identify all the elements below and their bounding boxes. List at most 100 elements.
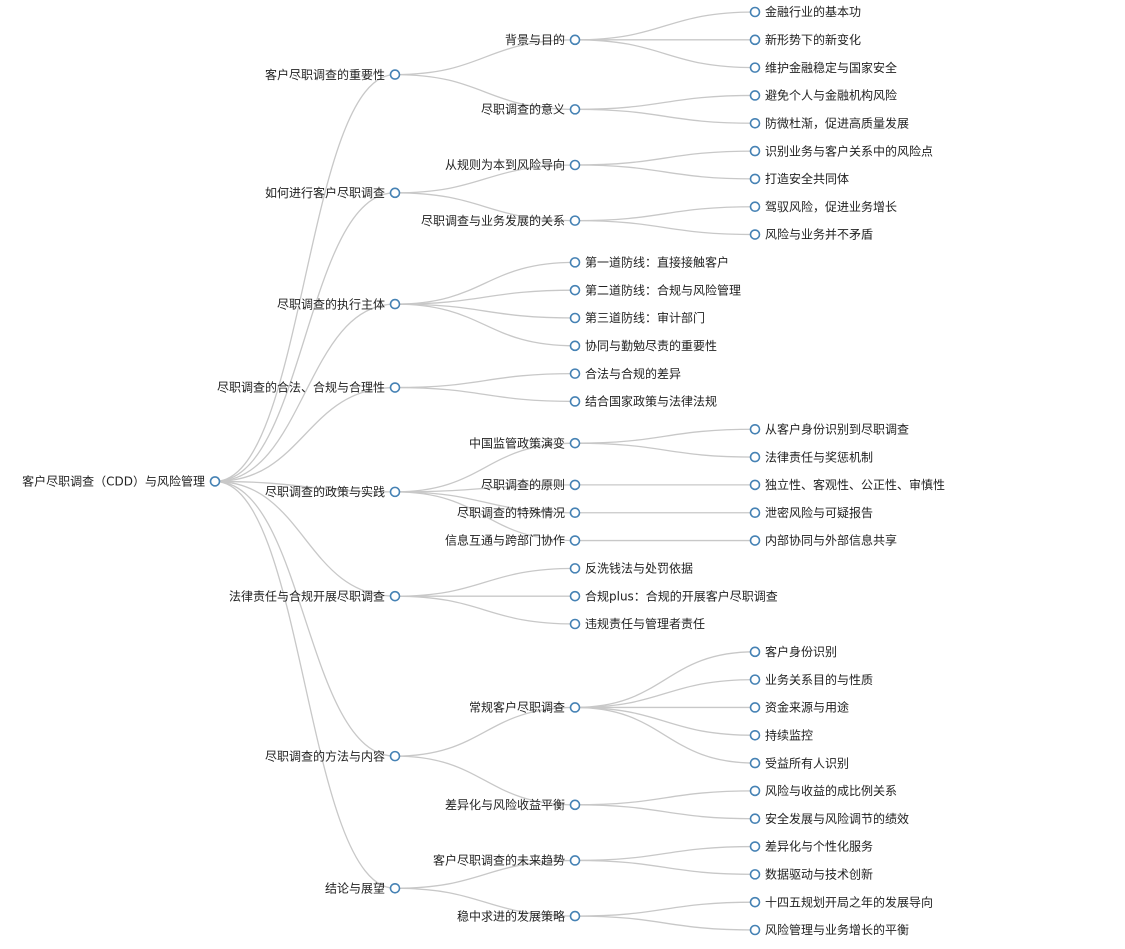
node-toggle-circle[interactable]	[569, 159, 581, 171]
branch-node[interactable]: 尽职调查的执行主体	[277, 296, 401, 311]
node-toggle-circle[interactable]	[389, 882, 401, 894]
node-toggle-circle[interactable]	[569, 104, 581, 115]
leaf-node[interactable]: 资金来源与用途	[749, 700, 850, 715]
node-toggle-circle[interactable]	[389, 750, 401, 762]
node-toggle-circle[interactable]	[569, 257, 581, 268]
leaf-node[interactable]: 维护金融稳定与国家安全	[749, 60, 898, 75]
node-toggle-circle[interactable]	[569, 910, 581, 922]
leaf-node[interactable]: 打造安全共同体	[749, 171, 850, 186]
root-node[interactable]: 客户尽职调查（CDD）与风险管理	[22, 474, 221, 489]
node-toggle-circle[interactable]	[569, 368, 581, 379]
node-toggle-circle[interactable]	[569, 563, 581, 574]
leaf-node[interactable]: 协同与勤勉尽责的重要性	[569, 338, 718, 353]
branch-node[interactable]: 差异化与风险收益平衡	[445, 797, 581, 812]
leaf-node[interactable]: 泄密风险与可疑报告	[749, 505, 874, 520]
node-toggle-circle[interactable]	[569, 799, 581, 811]
node-toggle-circle[interactable]	[569, 34, 581, 46]
node-toggle-circle[interactable]	[749, 145, 761, 157]
branch-node[interactable]: 客户尽职调查的未来趋势	[433, 853, 581, 868]
branch-node[interactable]: 稳中求进的发展策略	[457, 908, 581, 923]
node-toggle-circle[interactable]	[749, 62, 761, 73]
node-toggle-circle[interactable]	[569, 618, 581, 630]
branch-node[interactable]: 尽职调查的特殊情况	[457, 505, 581, 520]
node-toggle-circle[interactable]	[569, 396, 581, 407]
leaf-node[interactable]: 内部协同与外部信息共享	[749, 533, 898, 548]
leaf-node[interactable]: 差异化与个性化服务	[749, 839, 874, 854]
node-toggle-circle[interactable]	[389, 298, 401, 310]
node-toggle-circle[interactable]	[569, 507, 581, 519]
node-toggle-circle[interactable]	[569, 855, 581, 866]
node-toggle-circle[interactable]	[569, 284, 581, 296]
branch-node[interactable]: 信息互通与跨部门协作	[445, 533, 581, 548]
branch-node[interactable]: 尽职调查的政策与实践	[265, 484, 401, 499]
leaf-node[interactable]: 防微杜渐，促进高质量发展	[749, 115, 910, 130]
node-toggle-circle[interactable]	[569, 479, 581, 491]
node-toggle-circle[interactable]	[749, 90, 761, 101]
node-toggle-circle[interactable]	[749, 507, 761, 519]
node-toggle-circle[interactable]	[569, 590, 581, 602]
node-toggle-circle[interactable]	[569, 702, 581, 713]
leaf-node[interactable]: 第三道防线：审计部门	[569, 310, 706, 325]
branch-node[interactable]: 尽职调查与业务发展的关系	[421, 213, 581, 228]
node-toggle-circle[interactable]	[749, 785, 761, 797]
leaf-node[interactable]: 从客户身份识别到尽职调查	[749, 421, 910, 436]
branch-node[interactable]: 尽职调查的方法与内容	[265, 748, 401, 763]
node-toggle-circle[interactable]	[389, 187, 401, 199]
leaf-node[interactable]: 业务关系目的与性质	[749, 672, 874, 687]
leaf-node[interactable]: 风险与业务并不矛盾	[749, 227, 874, 242]
leaf-node[interactable]: 法律责任与奖惩机制	[749, 450, 874, 464]
branch-node[interactable]: 尽职调查的原则	[481, 477, 581, 492]
node-toggle-circle[interactable]	[749, 535, 761, 546]
node-toggle-circle[interactable]	[749, 729, 761, 741]
branch-node[interactable]: 客户尽职调查的重要性	[265, 67, 401, 82]
node-toggle-circle[interactable]	[569, 215, 581, 226]
branch-node[interactable]: 中国监管政策演变	[469, 435, 581, 450]
leaf-node[interactable]: 合规plus：合规的开展客户尽职调查	[569, 588, 778, 603]
node-toggle-circle[interactable]	[569, 437, 581, 449]
node-toggle-circle[interactable]	[749, 757, 761, 769]
node-toggle-circle[interactable]	[389, 590, 401, 602]
leaf-node[interactable]: 第二道防线：合规与风险管理	[569, 282, 742, 297]
branch-node[interactable]: 常规客户尽职调查	[469, 700, 581, 715]
node-toggle-circle[interactable]	[749, 173, 761, 185]
leaf-node[interactable]: 结合国家政策与法律法规	[569, 394, 718, 409]
branch-node[interactable]: 尽职调查的合法、合规与合理性	[217, 380, 401, 395]
node-toggle-circle[interactable]	[569, 312, 581, 324]
leaf-node[interactable]: 识别业务与客户关系中的风险点	[749, 143, 934, 158]
node-toggle-circle[interactable]	[389, 382, 401, 393]
node-toggle-circle[interactable]	[749, 479, 761, 491]
leaf-node[interactable]: 反洗钱法与处罚依据	[569, 561, 694, 576]
leaf-node[interactable]: 新形势下的新变化	[749, 32, 862, 47]
leaf-node[interactable]: 金融行业的基本功	[749, 4, 862, 19]
leaf-node[interactable]: 数据驱动与技术创新	[749, 867, 874, 882]
leaf-node[interactable]: 风险管理与业务增长的平衡	[749, 922, 910, 937]
branch-node[interactable]: 尽职调查的意义	[481, 102, 581, 117]
branch-node[interactable]: 从规则为本到风险导向	[445, 157, 581, 172]
leaf-node[interactable]: 风险与收益的成比例关系	[749, 783, 898, 798]
branch-node[interactable]: 背景与目的	[505, 32, 581, 47]
node-toggle-circle[interactable]	[749, 702, 761, 713]
node-toggle-circle[interactable]	[749, 674, 761, 685]
node-toggle-circle[interactable]	[569, 340, 581, 352]
leaf-node[interactable]: 驾驭风险，促进业务增长	[749, 199, 898, 214]
node-toggle-circle[interactable]	[749, 34, 761, 46]
branch-node[interactable]: 结论与展望	[325, 881, 401, 895]
leaf-node[interactable]: 受益所有人识别	[749, 756, 850, 770]
node-toggle-circle[interactable]	[749, 924, 761, 936]
node-toggle-circle[interactable]	[749, 896, 761, 908]
leaf-node[interactable]: 合法与合规的差异	[569, 366, 682, 381]
leaf-node[interactable]: 第一道防线：直接接触客户	[569, 255, 730, 270]
branch-node[interactable]: 法律责任与合规开展尽职调查	[229, 588, 401, 603]
leaf-node[interactable]: 客户身份识别	[749, 644, 838, 659]
node-toggle-circle[interactable]	[209, 476, 221, 487]
leaf-node[interactable]: 独立性、客观性、公正性、审慎性	[749, 477, 946, 492]
node-toggle-circle[interactable]	[749, 869, 761, 880]
leaf-node[interactable]: 十四五规划开局之年的发展导向	[749, 894, 934, 909]
node-toggle-circle[interactable]	[389, 486, 401, 498]
node-toggle-circle[interactable]	[749, 117, 761, 129]
leaf-node[interactable]: 违规责任与管理者责任	[569, 616, 706, 631]
node-toggle-circle[interactable]	[569, 535, 581, 546]
branch-node[interactable]: 如何进行客户尽职调查	[265, 185, 401, 200]
leaf-node[interactable]: 持续监控	[749, 727, 814, 742]
node-toggle-circle[interactable]	[749, 813, 761, 825]
